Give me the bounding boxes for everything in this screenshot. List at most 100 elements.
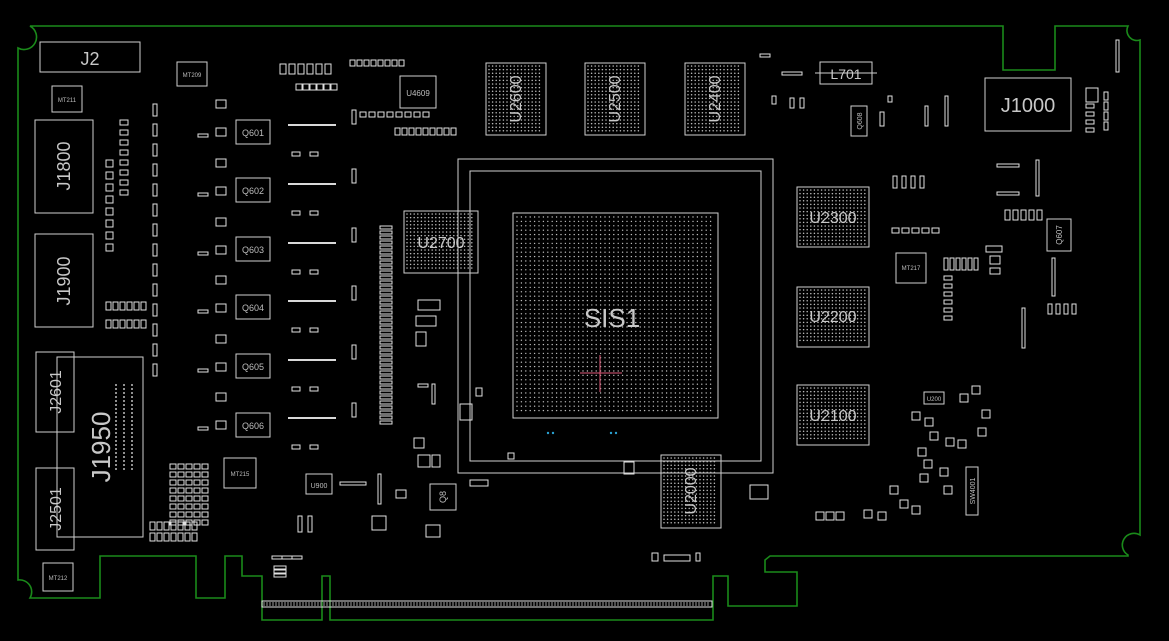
bga-ball xyxy=(706,482,708,484)
bga-ball xyxy=(657,365,659,368)
bga-ball xyxy=(860,325,862,327)
connector-j2501[interactable] xyxy=(35,467,75,551)
bga-ball xyxy=(806,232,808,234)
memory-u2600[interactable] xyxy=(485,62,547,136)
bga-ball xyxy=(799,401,801,404)
memory-u2100[interactable] xyxy=(796,384,870,446)
connector-j1000[interactable] xyxy=(984,77,1072,132)
connector-j2601[interactable] xyxy=(35,351,75,433)
bga-ball xyxy=(838,192,841,195)
ic-u900[interactable]: U900 xyxy=(305,473,333,495)
connector-pin xyxy=(123,448,125,450)
mosfet-q604[interactable]: Q604 xyxy=(235,294,271,320)
bga-ball xyxy=(802,225,805,227)
bga-ball xyxy=(828,221,830,224)
bga-ball xyxy=(661,216,663,218)
bga-ball xyxy=(730,83,732,85)
bga-ball xyxy=(835,325,837,327)
connector-j2[interactable] xyxy=(39,41,141,73)
memory-u2400[interactable] xyxy=(684,62,746,136)
mount-mt211[interactable]: MT211 xyxy=(51,85,83,113)
memory-u2700[interactable] xyxy=(403,210,479,274)
bga-ball xyxy=(734,68,736,71)
bga-ball xyxy=(810,232,812,234)
connector-j1800[interactable] xyxy=(34,119,94,214)
bga-ball xyxy=(712,83,714,85)
bga-ball xyxy=(835,416,837,418)
gpu-package-outer[interactable] xyxy=(457,158,774,474)
bga-ball xyxy=(710,464,712,466)
bga-ball xyxy=(842,236,844,238)
transistor-q8[interactable]: Q8 xyxy=(429,483,457,511)
connector-j1950[interactable] xyxy=(56,356,144,538)
bga-ball xyxy=(538,238,540,240)
bga-ball xyxy=(860,390,862,393)
passive-pad xyxy=(1021,307,1026,349)
memory-u2000[interactable] xyxy=(660,454,722,529)
bga-ball xyxy=(591,343,593,346)
bga-ball xyxy=(860,437,862,440)
mosfet-q605[interactable]: Q605 xyxy=(235,353,271,379)
bga-ball xyxy=(666,522,669,524)
mosfet-q606[interactable]: Q606 xyxy=(235,412,271,438)
bga-ball xyxy=(802,394,805,396)
bga-ball xyxy=(824,314,826,316)
bga-ball xyxy=(730,130,732,132)
bga-ball xyxy=(864,328,866,331)
mosfet-q603[interactable]: Q603 xyxy=(235,236,271,262)
bga-ball xyxy=(599,335,602,337)
bga-ball xyxy=(626,383,628,385)
bga-ball xyxy=(643,405,646,407)
bga-ball xyxy=(538,308,540,311)
bga-ball xyxy=(719,101,722,103)
mosfet-q602[interactable]: Q602 xyxy=(235,177,271,203)
mount-mt215[interactable]: MT215 xyxy=(223,457,257,489)
bga-ball xyxy=(608,308,611,311)
ic-u4609[interactable]: U4609 xyxy=(399,75,437,109)
passive-bar xyxy=(288,359,336,361)
ic-u200[interactable]: U200 xyxy=(923,391,945,405)
bga-ball xyxy=(692,379,694,381)
mount-mt209[interactable]: MT209 xyxy=(176,61,208,87)
bga-ball xyxy=(701,295,703,297)
bga-ball xyxy=(560,396,562,399)
bga-ball xyxy=(531,79,533,82)
passive-bar xyxy=(288,417,336,419)
bga-ball xyxy=(683,299,685,302)
bga-ball xyxy=(577,225,580,227)
bga-ball xyxy=(661,291,663,293)
bga-ball xyxy=(533,317,536,319)
bga-ball xyxy=(424,216,426,219)
memory-u2200[interactable] xyxy=(796,286,870,348)
bga-ball xyxy=(652,225,655,227)
mount-mt217[interactable]: MT217 xyxy=(895,252,927,284)
passive-pad xyxy=(273,569,287,574)
bga-ball xyxy=(582,357,584,359)
bga-ball xyxy=(564,321,567,324)
bga-ball xyxy=(551,273,553,275)
bga-ball xyxy=(449,252,451,255)
switch-sw4001[interactable]: SW4001 xyxy=(965,466,979,516)
mount-mt212[interactable]: MT212 xyxy=(42,562,74,592)
bga-ball xyxy=(670,504,672,506)
bga-ball xyxy=(569,392,571,394)
bga-ball xyxy=(564,383,567,385)
transistor-q608[interactable]: Q608 xyxy=(850,105,868,137)
gpu-die[interactable] xyxy=(512,212,719,419)
passive-pad xyxy=(413,437,425,449)
bga-ball xyxy=(626,269,628,271)
mosfet-q601[interactable]: Q601 xyxy=(235,119,271,145)
connector-j1900[interactable] xyxy=(34,233,94,328)
bga-ball xyxy=(824,321,826,324)
memory-u2500[interactable] xyxy=(584,62,646,136)
transistor-q607[interactable]: Q607 xyxy=(1046,218,1072,252)
connector-pin xyxy=(115,456,117,458)
memory-u2300[interactable] xyxy=(796,186,870,248)
bga-ball xyxy=(551,295,553,297)
bga-ball xyxy=(716,83,718,85)
bga-ball xyxy=(604,365,606,368)
bga-ball xyxy=(824,200,826,202)
bga-ball xyxy=(737,94,740,96)
bga-ball xyxy=(608,94,611,96)
